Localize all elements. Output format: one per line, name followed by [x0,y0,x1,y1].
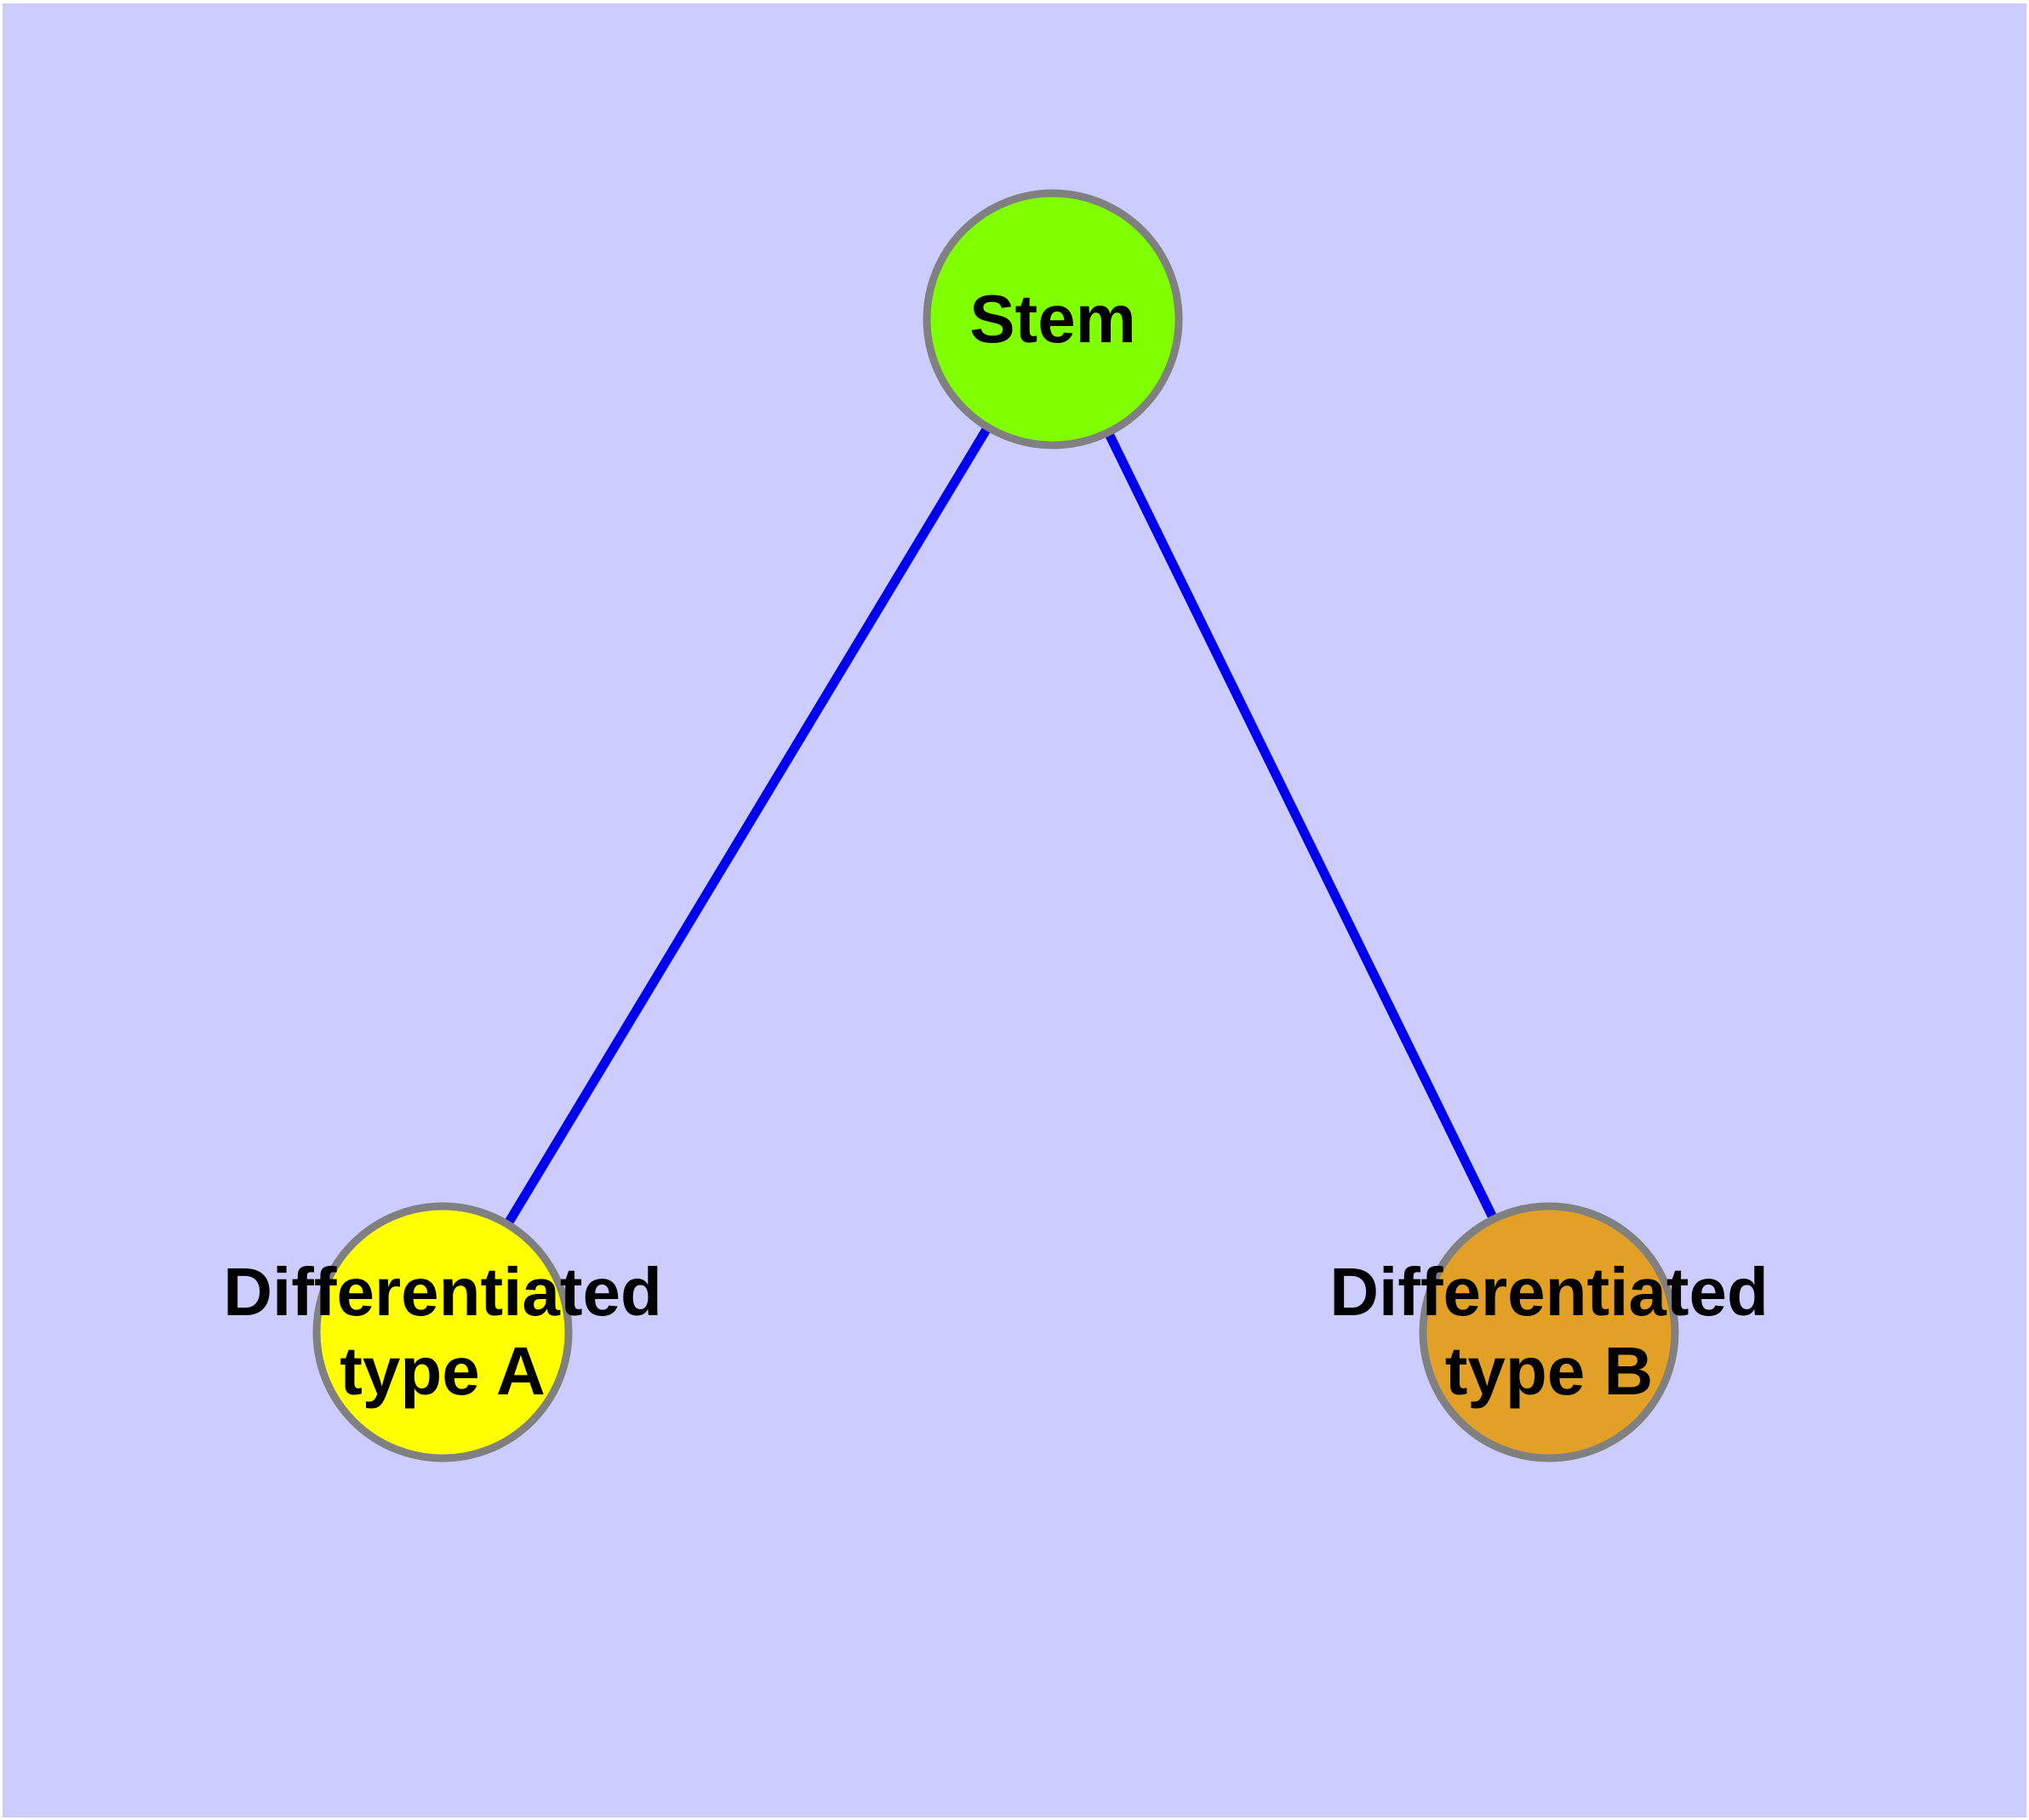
node-layer [312,189,1679,1462]
edge-stem-to-differentiated-type-b [1049,317,1553,1335]
node-differentiated-type-a[interactable] [312,1202,573,1462]
node-stem[interactable] [923,189,1183,449]
edge-stem-to-differentiated-type-a [438,317,1057,1335]
node-differentiated-type-b[interactable] [1419,1202,1679,1462]
edge-layer [438,317,1553,1335]
